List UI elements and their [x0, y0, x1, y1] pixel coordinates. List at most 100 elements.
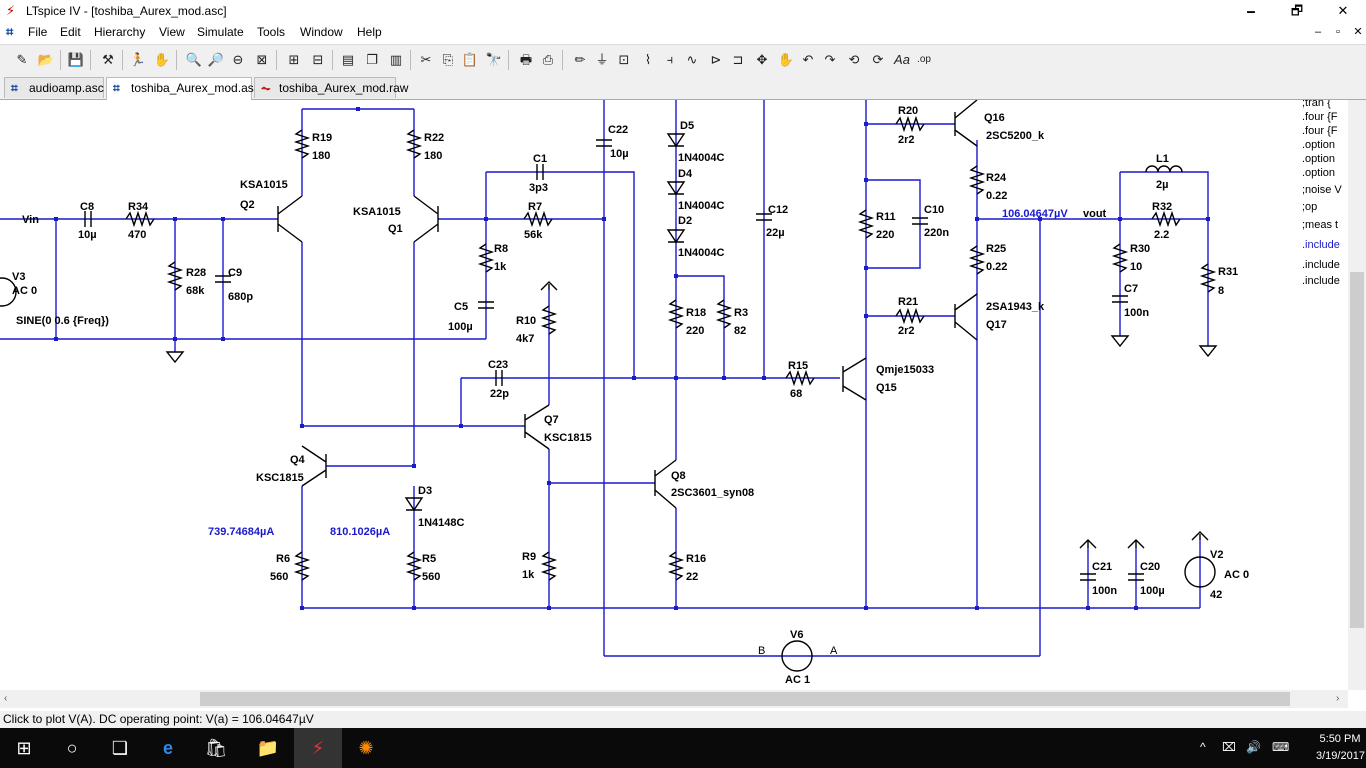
c21-value: 100n [1092, 585, 1117, 597]
d3-ref: D3 [418, 485, 432, 497]
volume-icon[interactable]: 🔊 [1246, 740, 1261, 754]
q8-model: 2SC3601_syn08 [671, 487, 754, 499]
c22-value: 10µ [610, 148, 629, 160]
cut-icon[interactable]: ✂ [420, 52, 432, 67]
q7-model: KSC1815 [544, 432, 592, 444]
task-view-icon[interactable]: ❏ [111, 738, 129, 758]
zoom-fit-icon[interactable]: ⊠ [256, 52, 268, 67]
halt-icon[interactable]: ✋ [153, 52, 171, 67]
r3-ref: R3 [734, 307, 748, 319]
redo-icon[interactable]: ↷ [824, 52, 836, 67]
new-schematic-icon[interactable]: ✎ [16, 52, 28, 67]
taskbar-clock[interactable]: 5:50 PM 3/19/2017 [1316, 731, 1365, 765]
v6-symbol [781, 640, 813, 672]
q2-model: KSA1015 [240, 179, 288, 191]
tab-toshiba-raw[interactable]: ⏦ toshiba_Aurex_mod.raw [254, 77, 408, 98]
zoom-out-icon[interactable]: ⊖ [232, 52, 244, 67]
toolbar: ✎ 📂 💾 ⚒ 🏃 ✋ 🔍 🔎 ⊖ ⊠ ⊞ ⊟ ▤ ❐ ▥ ✂ ⎘ 📋 🔭 🖶 … [0, 44, 1366, 76]
capacitor-icon[interactable]: ⫞ [666, 52, 674, 67]
schematic-icon: ⌗ [113, 81, 120, 95]
keyboard-icon[interactable]: ⌨ [1272, 740, 1290, 754]
diode-icon[interactable]: ⊳ [710, 52, 722, 67]
menu-simulate[interactable]: Simulate [197, 25, 244, 39]
d5-model: 1N4004C [678, 152, 725, 164]
ground-icon[interactable]: ⏚ [595, 52, 609, 67]
find-icon[interactable]: 🔭 [485, 52, 503, 67]
doc-restore-button[interactable]: ▫ [1336, 26, 1340, 38]
menu-hierarchy[interactable]: Hierarchy [94, 25, 146, 39]
c7-symbol [1112, 295, 1128, 303]
print-setup-icon[interactable]: 🖶 [519, 52, 533, 67]
doc-minimize-button[interactable]: – [1314, 26, 1322, 38]
save-icon[interactable]: 💾 [67, 52, 85, 67]
r16-value: 22 [686, 571, 698, 583]
tile-horizontal-icon[interactable]: ▤ [341, 52, 355, 67]
grid-icon[interactable]: ⊟ [312, 52, 324, 67]
resistor-icon[interactable]: ⌇ [644, 52, 652, 67]
document-icon[interactable]: ⌗ [6, 24, 14, 39]
tile-vertical-icon[interactable]: ▥ [389, 52, 403, 67]
vertical-scroll-thumb[interactable] [1350, 272, 1364, 628]
move-icon[interactable]: ✥ [756, 52, 768, 67]
zoom-in-icon[interactable]: 🔍 [185, 52, 203, 67]
schematic-canvas[interactable]: R19 180 R22 180 C8 10µ R34 470 R28 68k C… [0, 100, 1348, 690]
zoom-pan-icon[interactable]: 🔎 [207, 52, 225, 67]
d5-symbol [666, 133, 686, 148]
maximize-button[interactable]: 🗗 [1290, 3, 1304, 18]
menu-window[interactable]: Window [300, 25, 343, 39]
menu-help[interactable]: Help [357, 25, 382, 39]
horizontal-scroll-thumb[interactable] [200, 692, 1290, 706]
scroll-right-icon[interactable]: › [1336, 693, 1340, 704]
c7-ref: C7 [1124, 283, 1138, 295]
directive: .include [1302, 275, 1340, 287]
doc-close-button[interactable]: ✕ [1353, 26, 1363, 38]
r30-ref: R30 [1130, 243, 1150, 255]
r6-symbol [293, 551, 311, 581]
search-circle-icon[interactable]: ○ [66, 738, 78, 758]
c22-symbol [596, 139, 612, 147]
menu-tools[interactable]: Tools [257, 25, 286, 39]
drag-icon[interactable]: ✋ [777, 52, 795, 67]
minimize-button[interactable]: 🗕 [1246, 3, 1256, 18]
undo-icon[interactable]: ↶ [802, 52, 814, 67]
c8-value: 10µ [78, 229, 97, 241]
print-icon[interactable]: ⎙ [542, 52, 554, 67]
control-panel-icon[interactable]: ⚒ [102, 52, 114, 67]
q4-ref: Q4 [290, 454, 306, 466]
autorange-icon[interactable]: ⊞ [288, 52, 300, 67]
edge-browser-icon[interactable]: e [162, 738, 173, 758]
spice-directive-icon[interactable]: .op [917, 54, 931, 65]
cascade-icon[interactable]: ❐ [366, 52, 378, 67]
horizontal-scrollbar[interactable]: ‹ › [0, 690, 1348, 708]
tab-audioamp[interactable]: ⌗ audioamp.asc [4, 77, 104, 98]
menu-edit[interactable]: Edit [60, 25, 81, 39]
paste-icon[interactable]: 📋 [461, 52, 479, 67]
start-windows-icon[interactable]: ⊞ [16, 738, 32, 758]
inductor-icon[interactable]: ∿ [686, 52, 698, 67]
store-icon[interactable]: 🛍 [204, 738, 228, 758]
supply-arrow-symbol [540, 281, 558, 291]
copy-icon[interactable]: ⎘ [442, 52, 454, 67]
vertical-scrollbar[interactable] [1348, 100, 1366, 690]
ltspice-taskbar-icon[interactable]: ⚡ [294, 728, 342, 768]
menu-file[interactable]: File [28, 25, 48, 39]
tray-chevron-icon[interactable]: ^ [1200, 740, 1206, 754]
close-button[interactable]: ✕ [1337, 3, 1349, 18]
l1-value: 2µ [1156, 179, 1168, 191]
r24-symbol [968, 165, 986, 195]
scroll-left-icon[interactable]: ‹ [4, 693, 8, 704]
component-icon[interactable]: ⊐ [732, 52, 744, 67]
text-icon[interactable]: Aa [894, 52, 910, 67]
open-icon[interactable]: 📂 [37, 52, 55, 67]
run-icon[interactable]: 🏃 [129, 52, 147, 67]
q8-ref: Q8 [671, 470, 686, 482]
app-taskbar-icon[interactable]: ✺ [358, 738, 374, 758]
network-icon[interactable]: ⌧ [1222, 740, 1236, 754]
draw-wire-icon[interactable]: ✏ [574, 52, 586, 67]
label-net-icon[interactable]: ⊡ [618, 52, 630, 67]
tab-toshiba-asc[interactable]: ⌗ toshiba_Aurex_mod.asc [106, 77, 260, 100]
menu-view[interactable]: View [159, 25, 185, 39]
mirror-icon[interactable]: ⟳ [872, 52, 884, 67]
rotate-icon[interactable]: ⟲ [848, 52, 860, 67]
file-explorer-icon[interactable]: 📁 [256, 738, 280, 758]
